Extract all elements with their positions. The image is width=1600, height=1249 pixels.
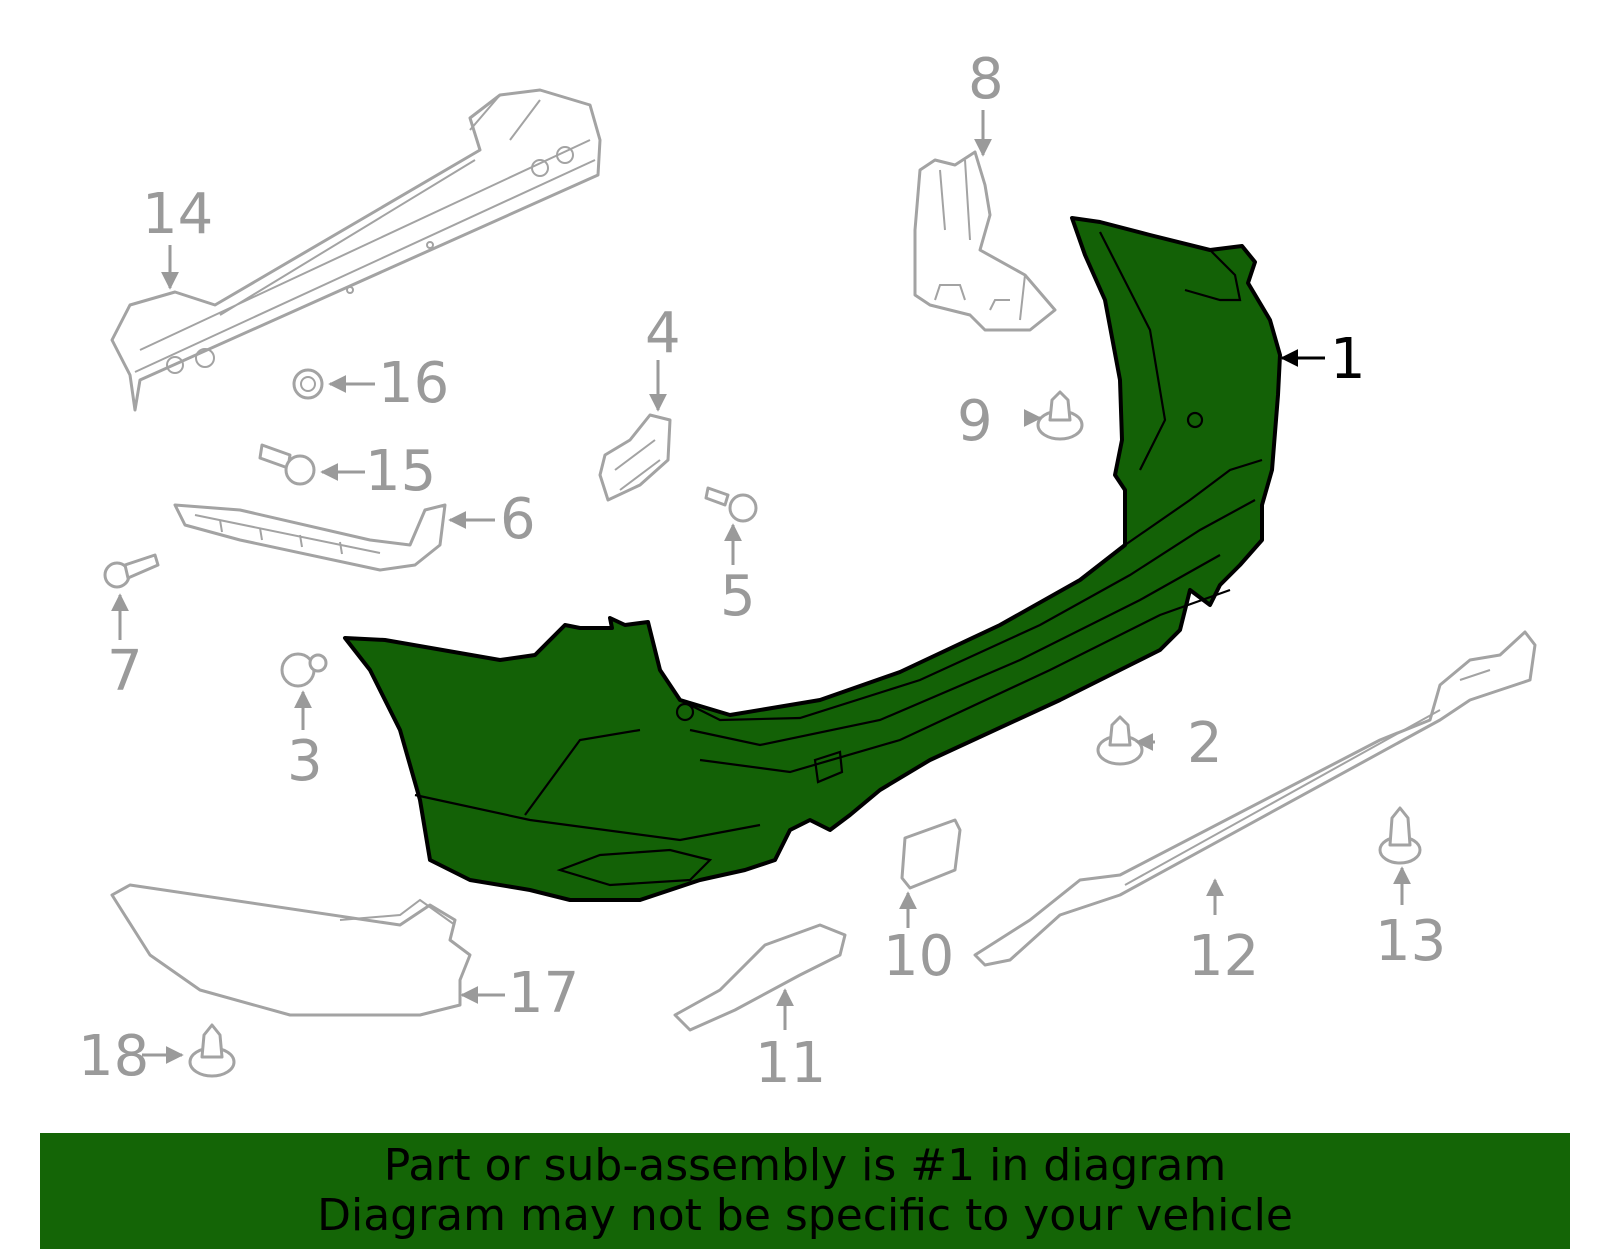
- callout-6: 6: [500, 487, 536, 552]
- info-banner: Part or sub-assembly is #1 in diagram Di…: [40, 1133, 1570, 1249]
- part-18-clip[interactable]: [188, 1023, 236, 1078]
- banner-line-1: Part or sub-assembly is #1 in diagram: [383, 1140, 1227, 1191]
- callout-3: 3: [287, 729, 323, 794]
- part-16-nut[interactable]: [292, 368, 324, 400]
- part-13-clip[interactable]: [1378, 806, 1422, 865]
- part-4-bracket[interactable]: [598, 413, 672, 502]
- callout-13: 13: [1375, 909, 1446, 974]
- part-3-grommet[interactable]: [280, 652, 328, 688]
- part-15-bolt[interactable]: [258, 443, 316, 486]
- callout-labels: 1 2 3 4 5 6 7 8 9 10 11 12 13 14 15 16 1…: [78, 47, 1446, 1096]
- callout-8: 8: [968, 47, 1004, 112]
- callout-16: 16: [378, 351, 449, 416]
- part-12-diffuser[interactable]: [973, 630, 1537, 967]
- part-5-screw[interactable]: [704, 486, 758, 523]
- part-6-bracket[interactable]: [173, 503, 447, 572]
- callout-17: 17: [508, 961, 579, 1026]
- part-10-cap[interactable]: [900, 818, 962, 890]
- callout-9: 9: [957, 389, 993, 454]
- callout-arrows: [111, 110, 1411, 1064]
- callout-12: 12: [1188, 924, 1259, 989]
- callout-14: 14: [142, 182, 213, 247]
- part-11-trim[interactable]: [673, 923, 847, 1032]
- banner-line-2: Diagram may not be specific to your vehi…: [317, 1190, 1293, 1241]
- callout-11: 11: [755, 1031, 826, 1096]
- callout-2: 2: [1187, 711, 1223, 776]
- callout-10: 10: [883, 924, 954, 989]
- part-14-reinforcement[interactable]: [110, 88, 602, 412]
- part-7-screw[interactable]: [103, 553, 160, 589]
- callout-15: 15: [365, 439, 436, 504]
- callout-4: 4: [645, 301, 681, 366]
- part-8-bracket[interactable]: [913, 150, 1057, 332]
- callout-5: 5: [720, 564, 756, 629]
- part-17-reflector[interactable]: [110, 883, 472, 1017]
- part-2-clip[interactable]: [1096, 715, 1144, 766]
- part-1-bumper-cover[interactable]: [343, 216, 1282, 902]
- part-9-clip[interactable]: [1036, 390, 1084, 441]
- callout-18: 18: [78, 1024, 149, 1089]
- callout-1: 1: [1330, 327, 1366, 392]
- callout-7: 7: [107, 639, 143, 704]
